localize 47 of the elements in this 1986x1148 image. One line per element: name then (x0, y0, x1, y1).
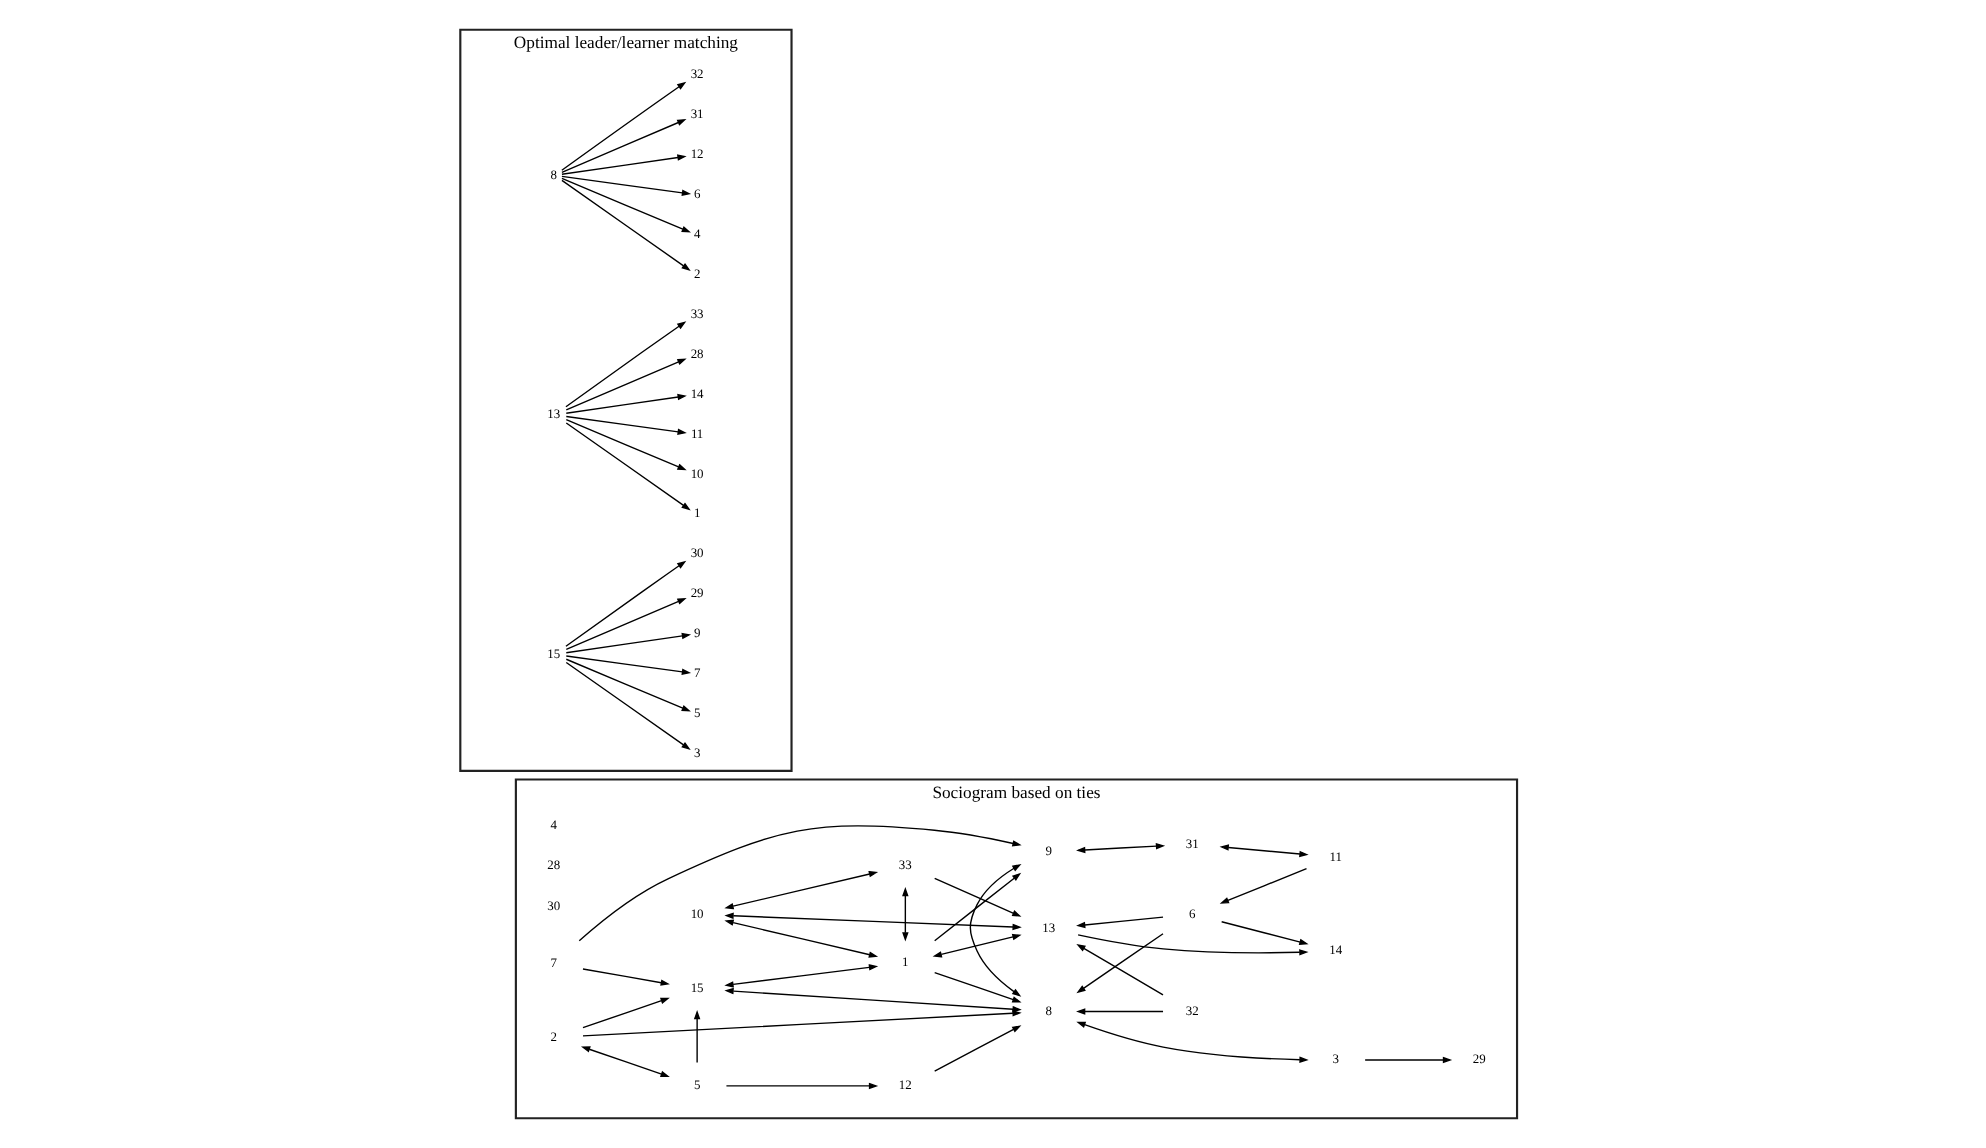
arrow (1076, 842, 1166, 854)
arrow (1219, 844, 1309, 858)
arrow (724, 912, 1022, 931)
arrow (565, 415, 687, 435)
arrow (969, 863, 1022, 997)
arrow (561, 154, 687, 175)
arrow (561, 179, 691, 271)
arrow (561, 119, 687, 173)
arrow (902, 887, 909, 942)
arrow (565, 655, 692, 676)
arrow (578, 825, 1022, 942)
arrow (565, 658, 691, 712)
arrow (565, 321, 687, 408)
arrow (565, 419, 687, 471)
arrow (724, 964, 879, 988)
arrow (565, 358, 687, 411)
arrow (724, 919, 879, 958)
arrow (565, 560, 687, 647)
arrow (1076, 933, 1164, 994)
arrow (1220, 921, 1309, 946)
arrow (565, 422, 691, 511)
arrow (1076, 943, 1164, 996)
arrow (933, 872, 1022, 942)
arrow (565, 632, 692, 654)
arrow (1076, 1021, 1309, 1063)
arrow (725, 1082, 879, 1090)
arrow (1076, 1008, 1164, 1015)
arrow (561, 175, 692, 197)
arrow (565, 661, 691, 750)
arrow (933, 971, 1022, 1003)
arrow (582, 997, 670, 1029)
arrow (582, 968, 670, 986)
arrow (1364, 1056, 1453, 1064)
arrow (561, 177, 691, 233)
arrow (561, 81, 687, 171)
arrow (693, 1010, 701, 1064)
arrow (565, 597, 687, 651)
arrow (1077, 934, 1309, 956)
arrow (1076, 916, 1164, 929)
arrow (933, 877, 1022, 917)
arrow (932, 933, 1022, 958)
arrow (724, 870, 879, 910)
arrow (580, 1046, 670, 1077)
arrow (582, 1010, 1022, 1037)
arrow (1219, 867, 1308, 904)
arrow (933, 1025, 1022, 1072)
arrow (565, 393, 687, 414)
